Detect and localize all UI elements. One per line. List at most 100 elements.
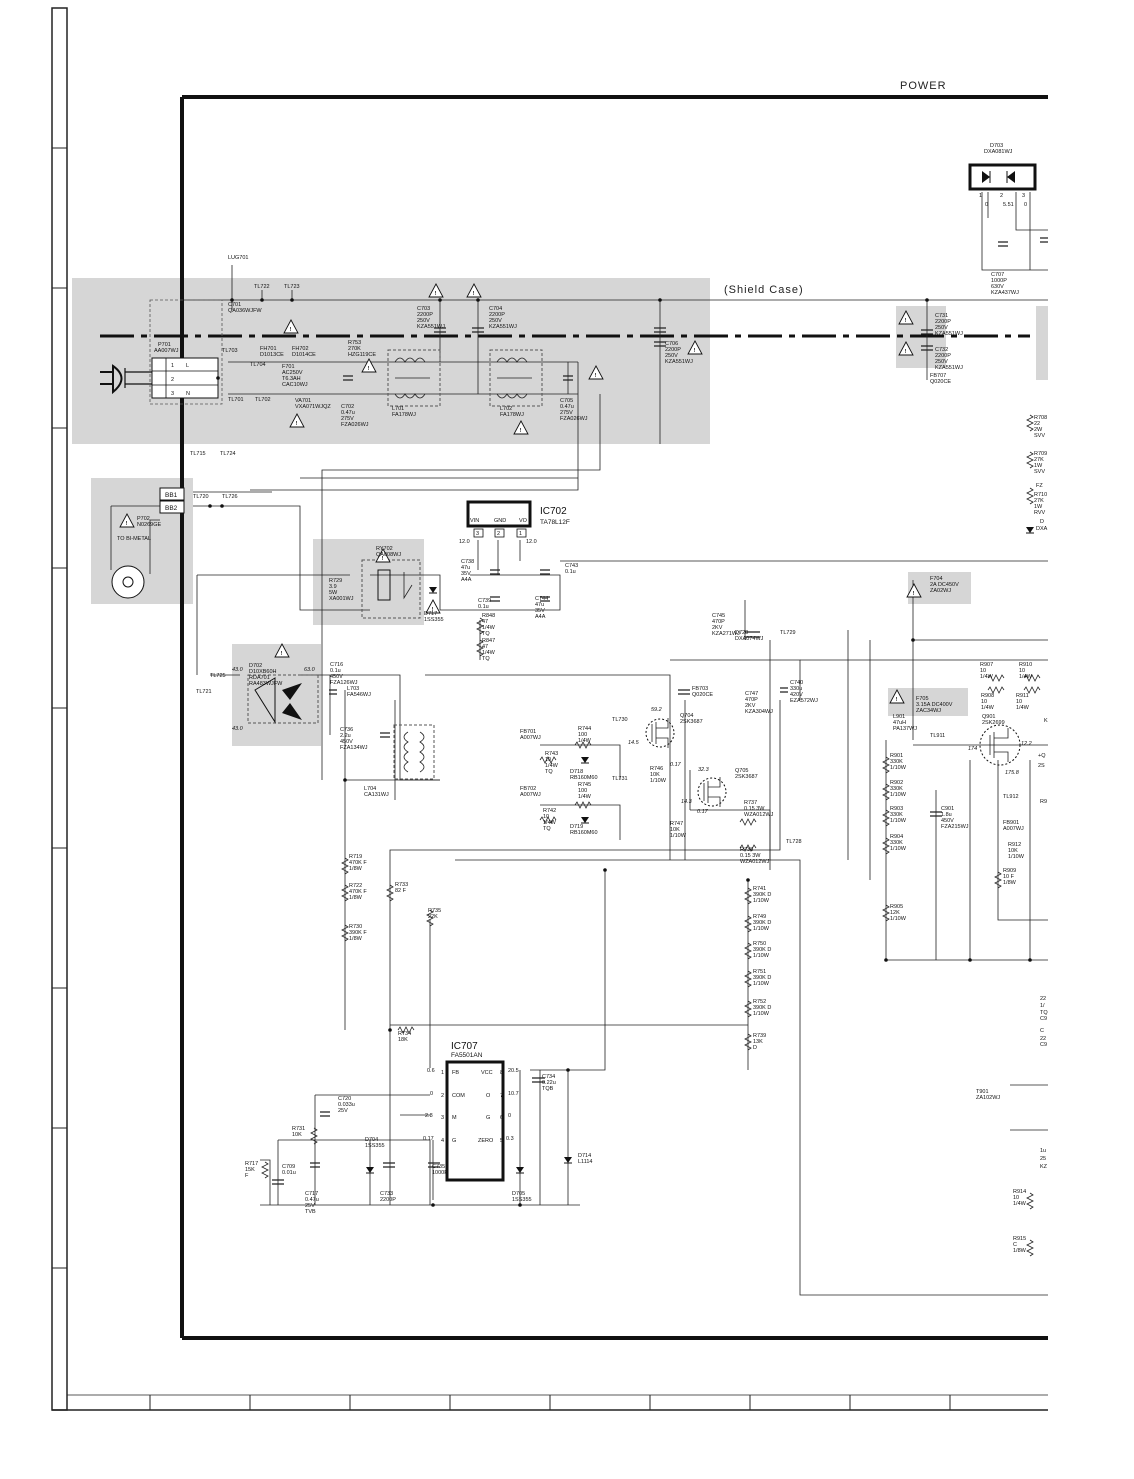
ic707-pin: M: [452, 1115, 457, 1121]
ic707-pin-num: 3: [441, 1115, 444, 1121]
svg-text:!: !: [905, 349, 907, 355]
line-filter-l702: [489, 349, 543, 407]
relay-region: [313, 539, 424, 625]
component-label: TL720: [193, 494, 209, 500]
ic702-part: TA78L12F: [540, 519, 570, 526]
component-label: 1u: [1040, 1148, 1046, 1154]
voltage-reading: 43.0: [232, 667, 244, 673]
voltage-reading: 175.8: [1005, 770, 1020, 776]
svg-text:!: !: [595, 373, 597, 379]
ic707-pin: COM: [452, 1093, 465, 1099]
warning-icon: !: [425, 599, 441, 614]
ic707-v: 0.17: [423, 1136, 434, 1142]
warning-icon: !: [466, 283, 482, 298]
warning-symbols: !!!!!!!!!!!!!!!!: [119, 283, 922, 704]
cut-off-labels: R708222WSVVR70927K1WSVVFZR71027K1WRVVDDX…: [1034, 415, 1048, 1170]
svg-text:!: !: [694, 348, 696, 354]
bb2-connector: [159, 500, 185, 514]
p701-pin: 1: [171, 363, 174, 369]
warning-icon: !: [513, 420, 529, 435]
relay-ry702: [361, 559, 421, 619]
voltage-reading: 174: [968, 746, 977, 752]
component-label: LUG701: [228, 255, 249, 261]
warning-icon: !: [906, 583, 922, 598]
line-filter-l701: [387, 349, 441, 407]
warning-icon: !: [375, 548, 391, 563]
component-label: RVV: [1034, 510, 1046, 516]
d703-name: D703: [990, 143, 1003, 149]
ic707-v: 2.8: [425, 1113, 433, 1119]
resistor-symbols: [261, 414, 1041, 1257]
svg-text:!: !: [382, 556, 384, 562]
svg-text:!: !: [473, 291, 475, 297]
ic707-pin: O: [486, 1093, 491, 1099]
component-label: 27K: [1034, 457, 1044, 463]
component-label: 27K: [1034, 498, 1044, 504]
p701-part: AA007WJ: [154, 348, 179, 354]
component-label: TL911: [930, 733, 945, 739]
component-label: 1/: [1040, 1003, 1045, 1009]
p702-part: N0269GE: [137, 522, 161, 528]
voltage-reading: 14.3: [681, 799, 693, 805]
svg-text:!: !: [296, 421, 298, 427]
warning-icon: !: [588, 365, 604, 380]
ic707-pin-num: 8: [500, 1070, 503, 1076]
ic702-pin-num: 1: [519, 531, 522, 537]
ic707-pin-num: 2: [441, 1093, 444, 1099]
component-label: SVV: [1034, 433, 1045, 439]
d703-pin: 1: [979, 193, 982, 199]
ic707-v: 0: [508, 1113, 511, 1119]
component-label: 22: [1034, 421, 1040, 427]
ic707-v: 10.7: [508, 1091, 519, 1097]
d703-pin: 2: [1000, 193, 1003, 199]
p701-pin: 3: [171, 391, 174, 397]
p701-name: P701: [158, 342, 171, 348]
d703-pin: 3: [1022, 193, 1025, 199]
ic702-vin: 12.0: [459, 539, 470, 545]
bb2-label: BB2: [165, 505, 178, 512]
component-label: 2W: [1034, 427, 1043, 433]
fuse-f704-region: [908, 572, 971, 604]
left-margin-strip: [51, 7, 68, 1411]
component-label: 1W: [1034, 504, 1043, 510]
d703-v: 0: [1024, 202, 1027, 208]
svg-text:!: !: [435, 291, 437, 297]
component-label: TL704: [250, 362, 266, 368]
voltage-reading: 32.3: [698, 767, 710, 773]
to-bimetal-label: TO BI-METAL: [117, 536, 151, 542]
ic707-part: FA5501AN: [451, 1052, 483, 1059]
ic707-pin: VCC: [481, 1070, 493, 1076]
shield-case-label: (Shield Case): [724, 284, 804, 296]
